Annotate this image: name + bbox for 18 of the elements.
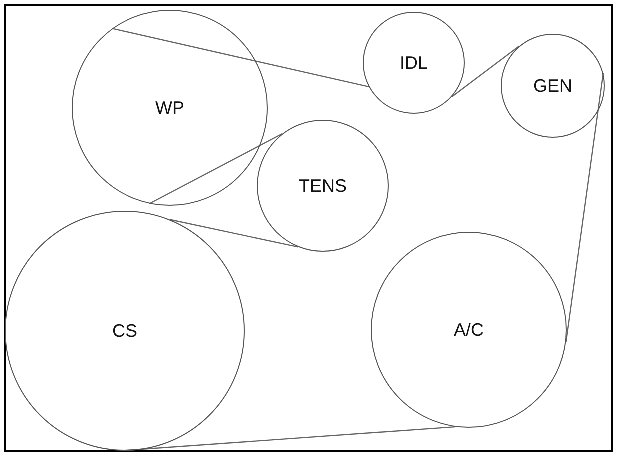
belt-line	[120, 426, 456, 452]
pulley-circle	[257, 120, 389, 252]
pulley-label: TENS	[298, 176, 347, 196]
pulley-label: A/C	[454, 320, 484, 340]
belt-line	[170, 219, 298, 248]
pulley-label: GEN	[533, 76, 572, 96]
pulley-circle	[5, 211, 245, 451]
pulley-circle	[371, 232, 567, 428]
belt-line	[566, 73, 604, 342]
pulley-circle	[501, 34, 605, 138]
pulley-circle	[363, 12, 465, 114]
belt-line	[452, 46, 520, 98]
pulley-label: IDL	[400, 52, 428, 74]
pulley-label: WP	[156, 98, 184, 118]
pulley-circle	[72, 10, 268, 206]
pulley-label: CS	[112, 320, 138, 342]
belt-line	[112, 28, 370, 88]
belt-line	[149, 133, 283, 204]
